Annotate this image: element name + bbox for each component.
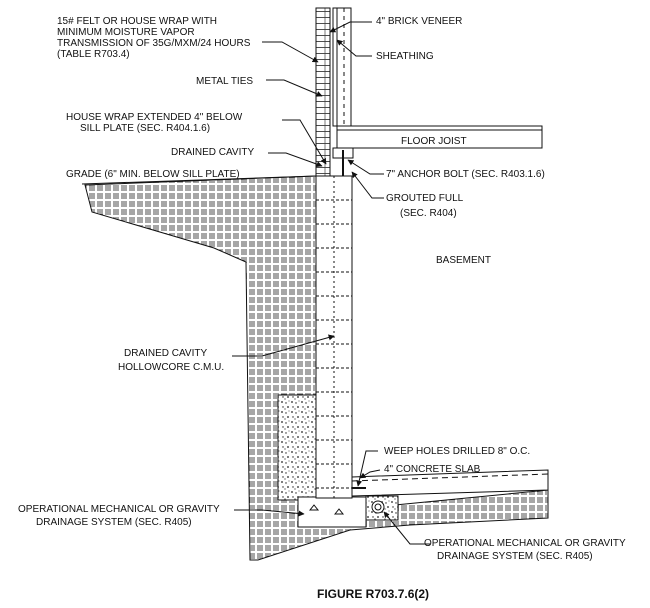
leader-lines [232, 21, 430, 545]
label-felt-line-3: TRANSMISSION OF 35G/MXM/24 HOURS [57, 38, 251, 49]
label-grouted-sec: (SEC. R404) [400, 208, 457, 219]
label-drained-cavity-top: DRAINED CAVITY [171, 147, 254, 158]
label-brick-veneer: 4" BRICK VENEER [376, 16, 462, 27]
sheathing [332, 7, 338, 127]
label-drainage-left-line-1: OPERATIONAL MECHANICAL OR GRAVITY [18, 504, 220, 515]
footing-aggregate [308, 504, 345, 515]
concrete-slab [351, 469, 549, 497]
label-cmu-line-2: HOLLOWCORE C.M.U. [118, 362, 224, 373]
label-felt-line-1: 15# FELT OR HOUSE WRAP WITH [57, 16, 217, 27]
label-cmu-line-1: DRAINED CAVITY [124, 348, 207, 359]
label-grouted-full: GROUTED FULL [386, 193, 464, 204]
label-grade: GRADE (6" MIN. BELOW SILL PLATE) [66, 169, 240, 180]
label-floor-joist: FLOOR JOIST [401, 136, 467, 147]
label-sheathing: SHEATHING [376, 51, 434, 62]
label-metal-ties: METAL TIES [196, 76, 253, 87]
label-anchor-bolt: 7" ANCHOR BOLT (SEC. R403.1.6) [386, 169, 545, 180]
grade-line [81, 175, 317, 185]
labels: 15# FELT OR HOUSE WRAP WITH MINIMUM MOIS… [18, 16, 626, 601]
floor-joist [336, 125, 543, 149]
label-felt-line-4: (TABLE R703.4) [57, 49, 130, 60]
cmu-joints [316, 199, 352, 489]
label-basement: BASEMENT [436, 255, 491, 266]
label-weep-holes: WEEP HOLES DRILLED 8" O.C. [384, 446, 530, 457]
label-house-wrap-line-1: HOUSE WRAP EXTENDED 4" BELOW [66, 112, 243, 123]
label-drainage-left-line-2: DRAINAGE SYSTEM (SEC. R405) [36, 517, 192, 528]
footing [297, 496, 367, 528]
gravel-backfill [277, 394, 319, 501]
label-house-wrap-line-2: SILL PLATE (SEC. R404.1.6) [80, 123, 210, 134]
label-concrete-slab: 4" CONCRETE SLAB [384, 464, 481, 475]
label-drainage-right-line-1: OPERATIONAL MECHANICAL OR GRAVITY [424, 538, 626, 549]
label-felt-line-2: MINIMUM MOISTURE VAPOR [57, 27, 195, 38]
figure-caption: FIGURE R703.7.6(2) [317, 587, 429, 601]
label-drainage-right-line-2: DRAINAGE SYSTEM (SEC. R405) [437, 551, 593, 562]
